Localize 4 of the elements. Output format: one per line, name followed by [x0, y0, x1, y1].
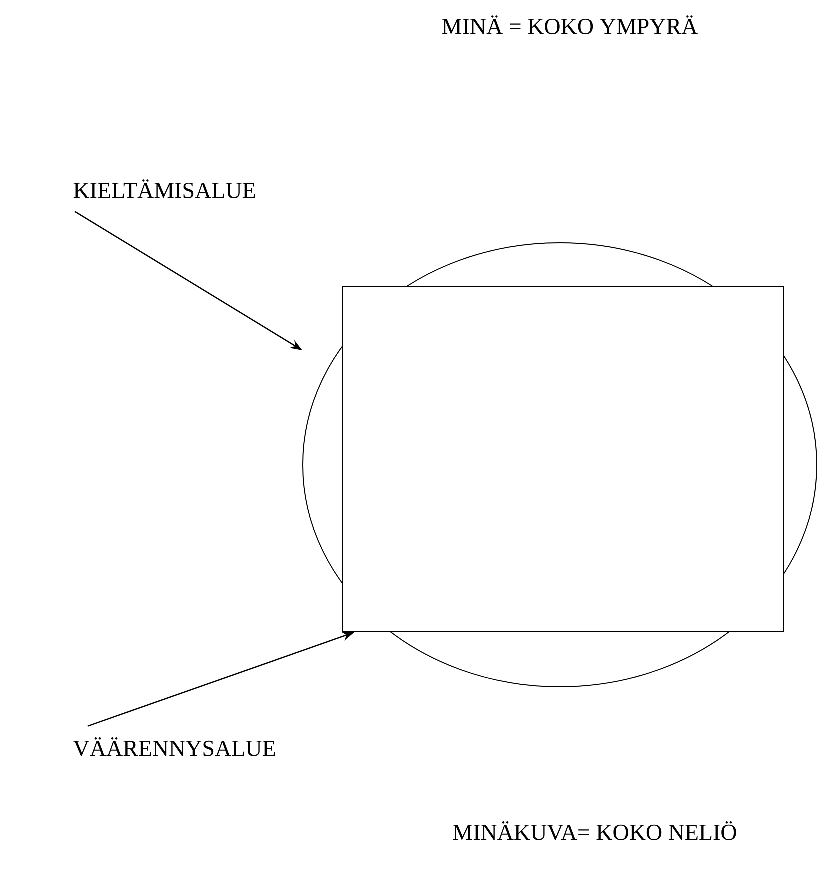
- text-label: VÄÄRENNYSALUE: [73, 738, 276, 756]
- caption-text: MINÄ = KOKO YMPYRÄ: [442, 16, 698, 34]
- caption-text: MINÄKUVA= KOKO NELIÖ: [453, 822, 736, 840]
- text-label: KIELTÄMISALUE: [74, 180, 256, 198]
